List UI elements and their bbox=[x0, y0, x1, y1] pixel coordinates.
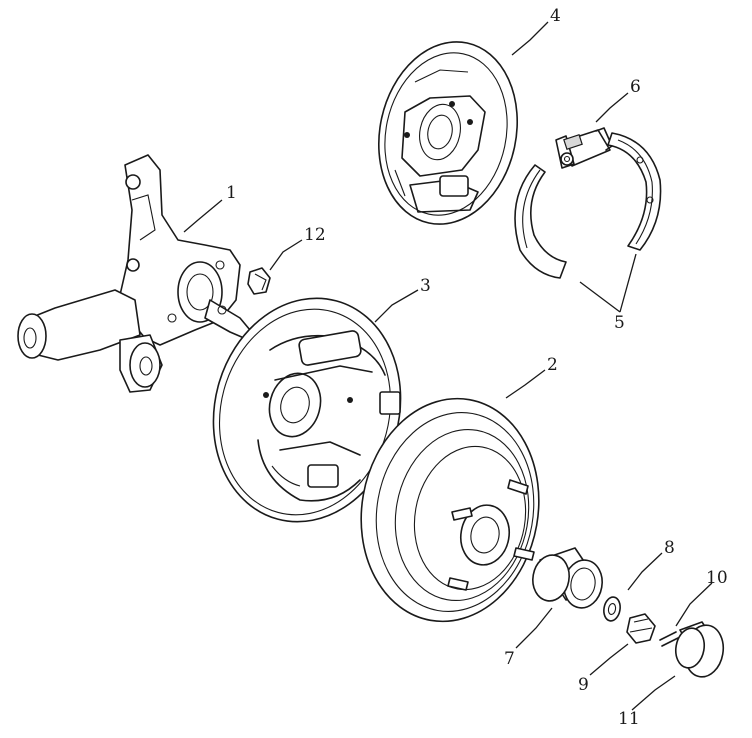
callout-labels: 1 12 3 4 6 5 2 8 10 7 9 11 bbox=[226, 6, 728, 729]
callout-10: 10 bbox=[706, 568, 728, 588]
leader-lines bbox=[183, 21, 713, 711]
callout-6: 6 bbox=[630, 77, 641, 97]
part-7-bearing bbox=[532, 547, 603, 609]
callout-8: 8 bbox=[664, 538, 675, 558]
callout-4: 4 bbox=[550, 6, 561, 26]
callout-12: 12 bbox=[304, 225, 326, 245]
callout-1: 1 bbox=[226, 183, 237, 203]
callout-7: 7 bbox=[504, 649, 515, 669]
callout-5: 5 bbox=[614, 313, 625, 333]
part-3-brake-assembly bbox=[212, 297, 402, 523]
part-10-cotter-pin bbox=[659, 631, 679, 647]
part-4-backing-plate bbox=[377, 41, 519, 225]
part-2-brake-drum bbox=[360, 397, 540, 623]
part-11-dust-cap bbox=[674, 621, 725, 678]
part-5-brake-shoes bbox=[514, 132, 662, 279]
part-1-steering-knuckle bbox=[17, 154, 251, 393]
callout-9: 9 bbox=[578, 675, 589, 695]
part-8-washer bbox=[603, 596, 621, 622]
part-12-bolt bbox=[247, 267, 271, 295]
callout-3: 3 bbox=[420, 276, 431, 296]
part-6-wheel-cylinder bbox=[555, 127, 613, 169]
part-9-castle-nut bbox=[626, 613, 656, 644]
callout-2: 2 bbox=[547, 355, 558, 375]
callout-11: 11 bbox=[618, 709, 640, 729]
